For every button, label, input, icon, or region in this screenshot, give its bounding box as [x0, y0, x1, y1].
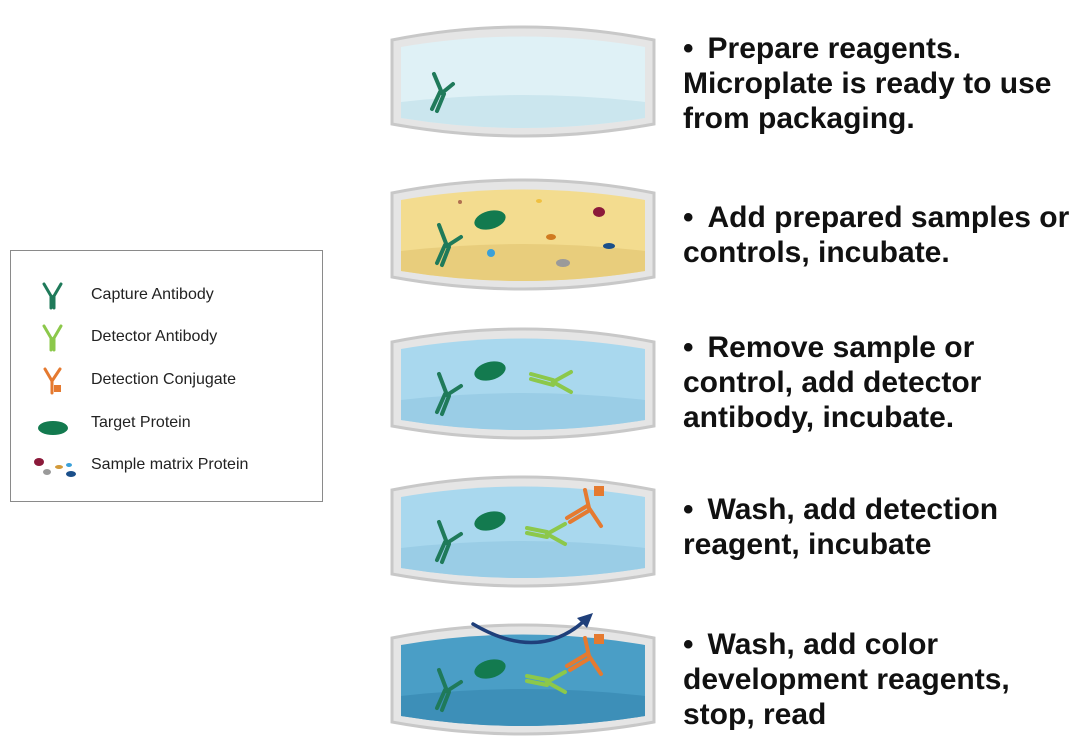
- detection-conjugate-icon: [565, 488, 603, 528]
- step-2-text: •Add prepared samples or controls, incub…: [683, 200, 1083, 270]
- step-5-label: Wash, add color development reagents, st…: [683, 628, 1010, 731]
- legend-item-target-protein: Target Protein: [11, 406, 322, 440]
- step-2-label: Add prepared samples or controls, incuba…: [683, 201, 1070, 269]
- step-1-label: Prepare reagents. Microplate is ready to…: [683, 32, 1052, 135]
- bullet: •: [683, 331, 694, 364]
- detection-conjugate-icon: [565, 636, 603, 676]
- detector-antibody-icon: [525, 670, 567, 694]
- sample-matrix-protein-icon: [34, 458, 76, 477]
- well-step-3: [390, 327, 656, 440]
- legend-item-sample-matrix-protein: Sample matrix Protein: [11, 448, 322, 482]
- legend-item-capture-antibody: Capture Antibody: [11, 278, 322, 312]
- target-protein-icon: [474, 210, 506, 230]
- target-protein-icon: [38, 421, 68, 435]
- legend-label-target-protein: Target Protein: [91, 414, 191, 431]
- capture-antibody-icon: [435, 520, 463, 564]
- bullet: •: [683, 32, 694, 65]
- bullet: •: [683, 628, 694, 661]
- legend-box: Capture Antibody Detector Antibody Detec…: [10, 250, 323, 502]
- step-1-text: •Prepare reagents. Microplate is ready t…: [683, 31, 1083, 136]
- detector-antibody-icon: [525, 522, 567, 546]
- step-3-text: •Remove sample or control, add detector …: [683, 330, 1083, 435]
- detector-antibody-icon: [529, 370, 573, 394]
- step-5-text: •Wash, add color development reagents, s…: [683, 627, 1083, 732]
- capture-antibody-icon: [435, 372, 463, 416]
- bullet: •: [683, 493, 694, 526]
- legend-label-capture-antibody: Capture Antibody: [91, 286, 214, 303]
- step-4-label: Wash, add detection reagent, incubate: [683, 493, 999, 561]
- capture-antibody-icon: [435, 668, 463, 712]
- well-step-2: [390, 178, 656, 291]
- curved-arrow-icon: [471, 613, 593, 645]
- capture-antibody-icon: [435, 223, 463, 267]
- capture-antibody-icon: [430, 72, 455, 113]
- target-protein-icon: [474, 361, 506, 381]
- capture-antibody-icon: [42, 282, 63, 310]
- bullet: •: [683, 201, 694, 234]
- legend-label-detection-conjugate: Detection Conjugate: [91, 371, 236, 388]
- detection-conjugate-icon: [43, 367, 62, 395]
- target-protein-icon: [474, 659, 506, 679]
- well-step-1: [390, 25, 656, 138]
- well-step-4: [390, 475, 656, 588]
- well-step-5: [390, 613, 656, 736]
- legend-item-detection-conjugate: Detection Conjugate: [11, 363, 322, 397]
- legend-item-detector-antibody: Detector Antibody: [11, 320, 322, 354]
- legend-label-sample-matrix-protein: Sample matrix Protein: [91, 456, 249, 473]
- legend-label-detector-antibody: Detector Antibody: [91, 328, 218, 345]
- step-4-text: •Wash, add detection reagent, incubate: [683, 492, 1083, 562]
- target-protein-icon: [474, 511, 506, 531]
- step-3-label: Remove sample or control, add detector a…: [683, 331, 982, 434]
- detector-antibody-icon: [42, 324, 63, 352]
